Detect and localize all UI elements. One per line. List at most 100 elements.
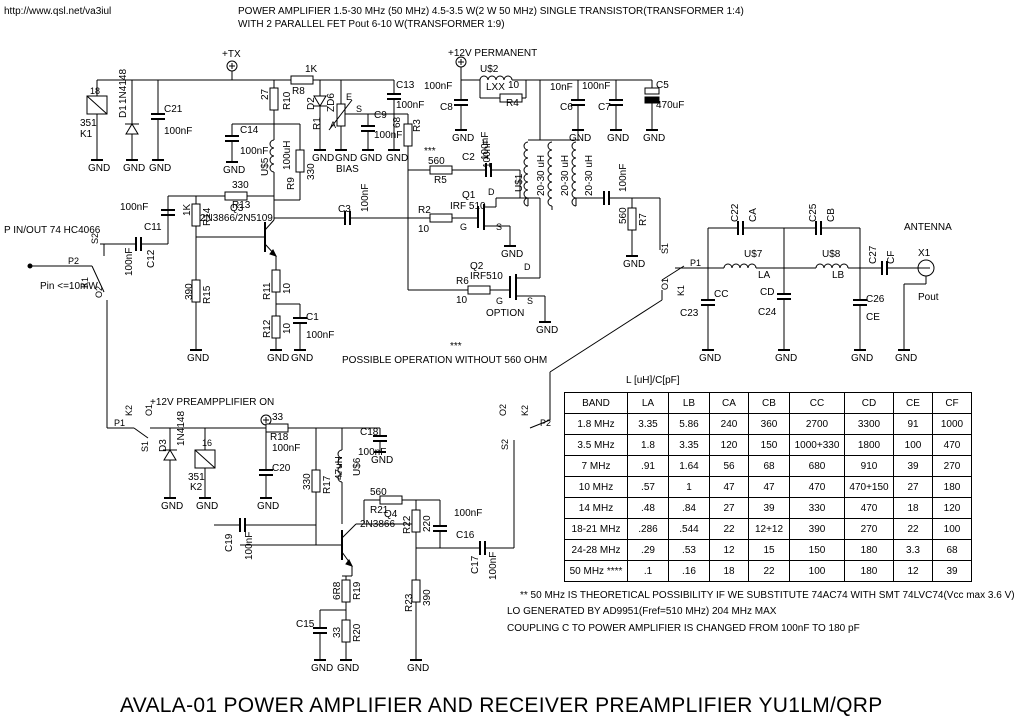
table-cell: 39 <box>893 455 933 477</box>
note-50mhz: ** 50 MHz IS THEORETICAL POSSIBILITY IF … <box>520 590 1015 601</box>
table-cell: 1000 <box>932 413 972 435</box>
preamp-rail-label: +12V PREAMPPLIFIER ON <box>150 397 275 408</box>
table-cell: 91 <box>893 413 933 435</box>
table-cell: 18-21 MHz <box>564 518 628 540</box>
gnd-label: GND <box>536 325 559 336</box>
table-cell: .1 <box>627 560 669 582</box>
table-cell: 12+12 <box>748 518 790 540</box>
table-cell: .57 <box>627 476 669 498</box>
col-cb: CB <box>748 392 790 414</box>
table-cell: 1800 <box>844 434 894 456</box>
table-cell: 5.86 <box>668 413 710 435</box>
table-cell: 270 <box>932 455 972 477</box>
table-cell: 360 <box>748 413 790 435</box>
table-cell: 100 <box>932 518 972 540</box>
table-cell: 68 <box>932 539 972 561</box>
q1-part: IRF 510 <box>450 201 486 212</box>
q4-part: 2N3866 <box>360 519 396 530</box>
table-cell: 14 MHz <box>564 497 628 519</box>
table-cell: 150 <box>789 539 845 561</box>
table-cell: 100 <box>789 560 845 582</box>
col-ce: CE <box>893 392 933 414</box>
gnd-label: GND <box>607 133 630 144</box>
gnd-label: GND <box>569 133 592 144</box>
antenna-label: ANTENNA <box>904 222 952 233</box>
table-cell: 3.35 <box>627 413 669 435</box>
table-cell: .286 <box>627 518 669 540</box>
table-cell: 27 <box>709 497 749 519</box>
table-cell: 1000+330 <box>789 434 845 456</box>
table-cell: 3.35 <box>668 434 710 456</box>
tx-rail-label: +TX <box>222 49 241 60</box>
table-cell: 39 <box>932 560 972 582</box>
gnd-label: GND <box>407 663 430 674</box>
gnd-label: GND <box>337 663 360 674</box>
gnd-label: GND <box>371 455 394 466</box>
table-cell: 39 <box>748 497 790 519</box>
table-cell: 22 <box>709 518 749 540</box>
q3-part: 2N3866/2N5109 <box>200 213 273 224</box>
pin-level-label: Pin <=10mW <box>40 281 98 292</box>
table-cell: 50 MHz **** <box>564 560 628 582</box>
note-lo: LO GENERATED BY AD9951(Fref=510 MHz) 204… <box>507 606 777 617</box>
gnd-label: GND <box>360 153 383 164</box>
table-cell: 56 <box>709 455 749 477</box>
table-cell: 100 <box>893 434 933 456</box>
col-lb: LB <box>668 392 710 414</box>
pin-io-label: P IN/OUT 74 HC4066 <box>4 225 101 236</box>
table-cell: 3300 <box>844 413 894 435</box>
table-cell: 330 <box>789 497 845 519</box>
note-coupling: COUPLING C TO POWER AMPLIFIER IS CHANGED… <box>507 623 860 634</box>
table-cell: 3.3 <box>893 539 933 561</box>
table-cell: 22 <box>893 518 933 540</box>
table-cell: 1.64 <box>668 455 710 477</box>
table-cell: 68 <box>748 455 790 477</box>
table-cell: 18 <box>709 560 749 582</box>
table-cell: .48 <box>627 497 669 519</box>
table-cell: 2700 <box>789 413 845 435</box>
table-cell: .84 <box>668 497 710 519</box>
gnd-label: GND <box>386 153 409 164</box>
gnd-label: GND <box>851 353 874 364</box>
table-cell: 390 <box>789 518 845 540</box>
table-cell: .544 <box>668 518 710 540</box>
gnd-label: GND <box>699 353 722 364</box>
table-cell: 1.8 MHz <box>564 413 628 435</box>
gnd-label: GND <box>775 353 798 364</box>
table-cell: 910 <box>844 455 894 477</box>
table-cell: 470 <box>932 434 972 456</box>
table-cell: .29 <box>627 539 669 561</box>
gnd-label: GND <box>187 353 210 364</box>
table-cell: 180 <box>844 560 894 582</box>
table-cell: 47 <box>709 476 749 498</box>
table-cell: 24-28 MHz <box>564 539 628 561</box>
gnd-label: GND <box>335 153 358 164</box>
header-line-2: WITH 2 PARALLEL FET Pout 6-10 W(TRANSFOR… <box>238 19 505 30</box>
table-cell: 270 <box>844 518 894 540</box>
source-url: http://www.qsl.net/va3iul <box>4 6 112 17</box>
table-cell: 470 <box>789 476 845 498</box>
col-cd: CD <box>844 392 894 414</box>
table-cell: .91 <box>627 455 669 477</box>
table-cell: 240 <box>709 413 749 435</box>
table-cell: 1.8 <box>627 434 669 456</box>
k1-label: K1 <box>80 129 93 140</box>
gnd-label: GND <box>311 663 334 674</box>
table-cell: .16 <box>668 560 710 582</box>
k2-label: K2 <box>190 482 203 493</box>
gnd-label: GND <box>623 259 646 270</box>
table-cell: 470+150 <box>844 476 894 498</box>
gnd-label: GND <box>643 133 666 144</box>
col-la: LA <box>627 392 669 414</box>
option-label: OPTION <box>486 308 525 319</box>
gnd-label: GND <box>149 163 172 174</box>
table-cell: 12 <box>709 539 749 561</box>
table-cell: 180 <box>844 539 894 561</box>
table-cell: 3.5 MHz <box>564 434 628 456</box>
